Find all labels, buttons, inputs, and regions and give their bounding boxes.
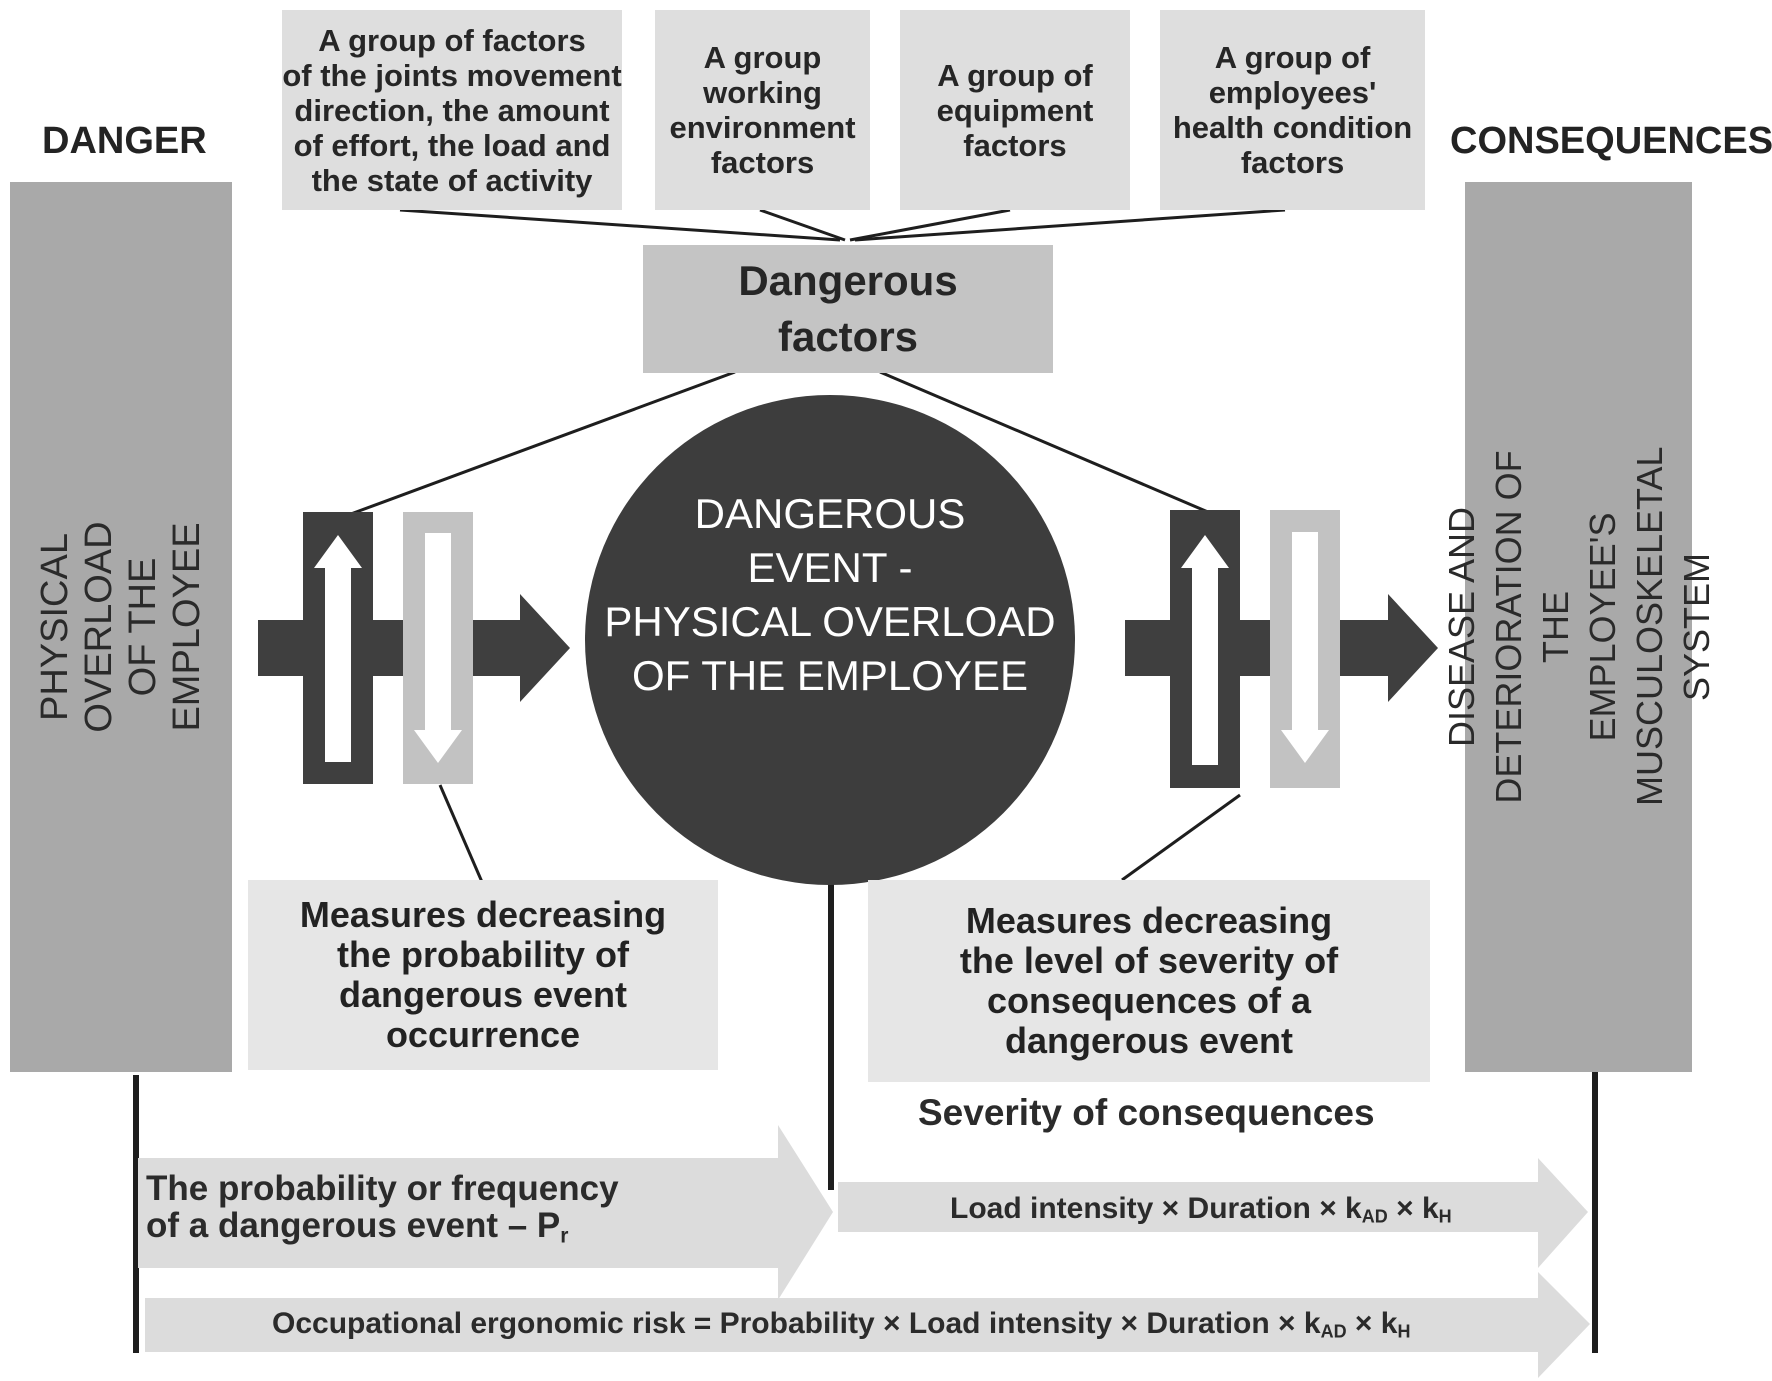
factor-group-health: A group of employees' health condition f…: [1160, 10, 1425, 210]
connector-line: [339, 370, 736, 520]
probability-line-2: of a dangerous event – Pr: [146, 1206, 569, 1248]
connector-line: [849, 208, 1011, 242]
dangerous-event-circle: [585, 395, 1075, 885]
danger-bar: PHYSICAL OVERLOAD OF THE EMPLOYEE: [10, 182, 232, 1072]
probability-line-1: The probability or frequency: [146, 1169, 619, 1208]
connector-line: [854, 208, 1286, 242]
connector-line: [399, 208, 841, 242]
factor-group-equipment: A group of equipment factors: [900, 10, 1130, 210]
consequences-bar-label: DISEASE AND DETERIORATION OF THE EMPLOYE…: [1440, 446, 1717, 807]
dangerous-event-label: DANGEROUS EVENT - PHYSICAL OVERLOAD OF T…: [604, 490, 1056, 699]
danger-heading: DANGER: [42, 120, 207, 162]
danger-vertical-line: [133, 1075, 139, 1353]
factor-group-joints: A group of factors of the joints movemen…: [282, 10, 622, 210]
consequences-heading: CONSEQUENCES: [1450, 120, 1772, 162]
connector-line: [1121, 793, 1241, 882]
event-vertical-line: [828, 870, 834, 1190]
danger-bar-label: PHYSICAL OVERLOAD OF THE EMPLOYEE: [34, 521, 208, 733]
severity-formula: Load intensity × Duration × kAD × kH: [950, 1192, 1452, 1227]
connector-line: [759, 208, 846, 242]
severity-measures-box: Measures decreasing the level of severit…: [868, 880, 1430, 1082]
risk-arrow: [145, 1272, 1590, 1378]
probability-arrow: [138, 1125, 833, 1300]
left-up-arrow: [314, 535, 362, 762]
probability-arrow-text: The probability or frequency of a danger…: [146, 1170, 619, 1254]
severity-arrow: [838, 1158, 1588, 1268]
dangerous-factors-box: Dangerous factors: [643, 245, 1053, 373]
consequences-bar: DISEASE AND DETERIORATION OF THE EMPLOYE…: [1441, 182, 1717, 1072]
right-down-arrow: [1281, 532, 1329, 763]
consequences-vertical-line: [1592, 1068, 1598, 1353]
right-up-arrow: [1181, 535, 1229, 765]
connector-line: [438, 784, 484, 883]
severity-of-consequences-label: Severity of consequences: [918, 1092, 1375, 1133]
factor-group-environment: A group working environment factors: [655, 10, 870, 210]
left-down-arrow: [414, 533, 462, 763]
risk-formula: Occupational ergonomic risk = Probabilit…: [272, 1307, 1411, 1342]
probability-measures-box: Measures decreasing the probability of d…: [248, 880, 718, 1070]
connector-line: [879, 370, 1209, 514]
